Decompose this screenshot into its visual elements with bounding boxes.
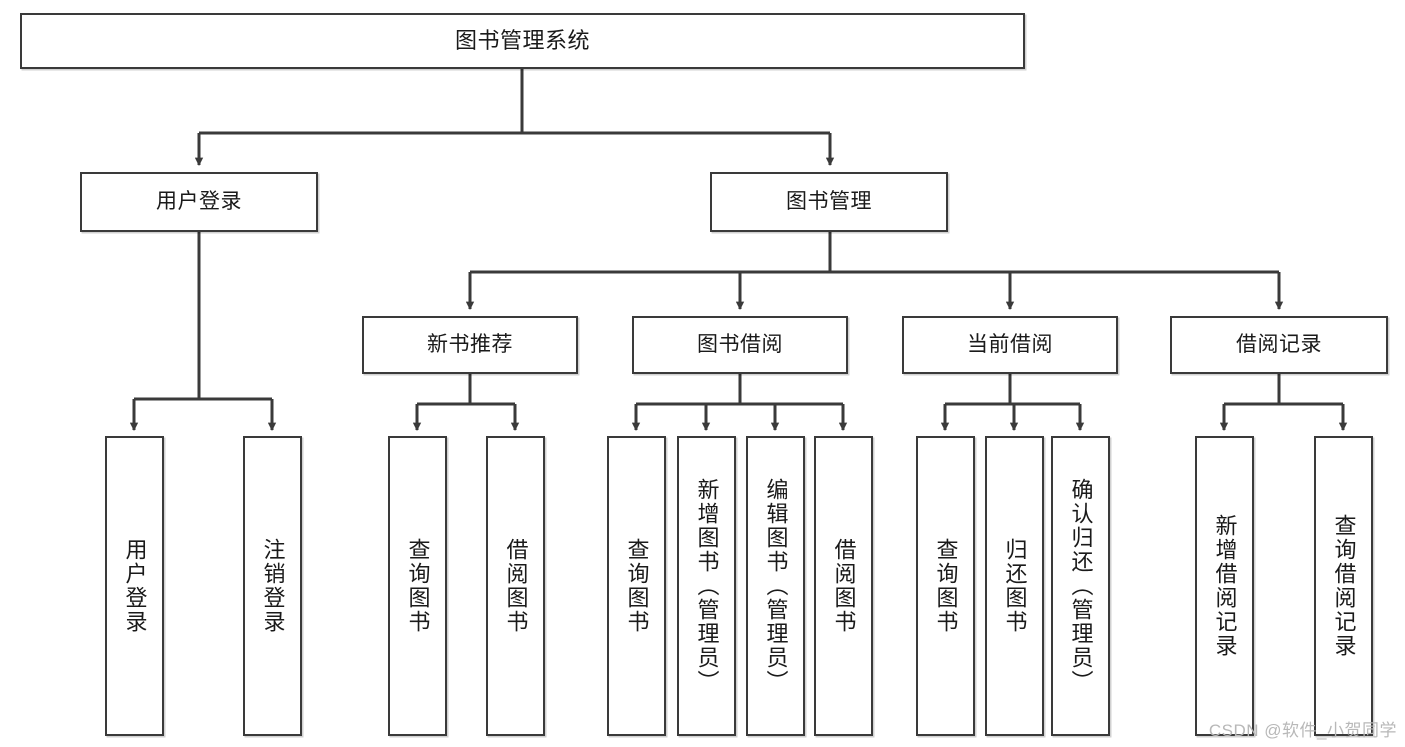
node-leaf-borrow-book-1[interactable]: 借阅图书 bbox=[486, 436, 545, 736]
node-leaf-confirm-return-admin-label: 确认归还（管理员） bbox=[1068, 478, 1094, 694]
node-book-borrow-label: 图书借阅 bbox=[697, 332, 783, 356]
node-leaf-return-book[interactable]: 归还图书 bbox=[985, 436, 1044, 736]
node-leaf-borrow-book-2[interactable]: 借阅图书 bbox=[814, 436, 873, 736]
node-leaf-query-book-1[interactable]: 查询图书 bbox=[388, 436, 447, 736]
node-leaf-add-borrow-record-label: 新增借阅记录 bbox=[1212, 514, 1238, 658]
node-leaf-query-book-2[interactable]: 查询图书 bbox=[607, 436, 666, 736]
node-leaf-query-borrow-record-label: 查询借阅记录 bbox=[1331, 514, 1357, 658]
node-book-manage-label: 图书管理 bbox=[786, 189, 872, 213]
node-current-borrow-label: 当前借阅 bbox=[967, 332, 1053, 356]
node-new-book-rec[interactable]: 新书推荐 bbox=[362, 316, 578, 374]
node-leaf-borrow-book-2-label: 借阅图书 bbox=[831, 538, 857, 634]
node-leaf-edit-book-admin-label: 编辑图书（管理员） bbox=[763, 478, 789, 694]
node-leaf-confirm-return-admin[interactable]: 确认归还（管理员） bbox=[1051, 436, 1110, 736]
node-leaf-user-login-label: 用户登录 bbox=[122, 538, 148, 634]
node-leaf-return-book-label: 归还图书 bbox=[1002, 538, 1028, 634]
node-leaf-query-book-3[interactable]: 查询图书 bbox=[916, 436, 975, 736]
node-current-borrow[interactable]: 当前借阅 bbox=[902, 316, 1118, 374]
node-borrow-record-label: 借阅记录 bbox=[1236, 332, 1322, 356]
node-root[interactable]: 图书管理系统 bbox=[20, 13, 1025, 69]
node-book-manage[interactable]: 图书管理 bbox=[710, 172, 948, 232]
node-leaf-user-login[interactable]: 用户登录 bbox=[105, 436, 164, 736]
node-leaf-add-book-admin[interactable]: 新增图书（管理员） bbox=[677, 436, 736, 736]
node-leaf-add-book-admin-label: 新增图书（管理员） bbox=[694, 478, 720, 694]
node-leaf-query-book-2-label: 查询图书 bbox=[624, 538, 650, 634]
node-leaf-logout-login[interactable]: 注销登录 bbox=[243, 436, 302, 736]
node-root-label: 图书管理系统 bbox=[454, 28, 590, 54]
node-user-login[interactable]: 用户登录 bbox=[80, 172, 318, 232]
node-borrow-record[interactable]: 借阅记录 bbox=[1170, 316, 1388, 374]
node-user-login-label: 用户登录 bbox=[156, 189, 242, 213]
node-leaf-borrow-book-1-label: 借阅图书 bbox=[503, 538, 529, 634]
csdn-watermark: CSDN @软件_小贺同学 bbox=[1208, 721, 1397, 740]
node-leaf-logout-login-label: 注销登录 bbox=[260, 538, 286, 634]
node-leaf-add-borrow-record[interactable]: 新增借阅记录 bbox=[1195, 436, 1254, 736]
node-leaf-query-borrow-record[interactable]: 查询借阅记录 bbox=[1314, 436, 1373, 736]
node-book-borrow[interactable]: 图书借阅 bbox=[632, 316, 848, 374]
node-new-book-rec-label: 新书推荐 bbox=[427, 332, 513, 356]
node-leaf-edit-book-admin[interactable]: 编辑图书（管理员） bbox=[746, 436, 805, 736]
node-leaf-query-book-3-label: 查询图书 bbox=[933, 538, 959, 634]
node-leaf-query-book-1-label: 查询图书 bbox=[405, 538, 431, 634]
